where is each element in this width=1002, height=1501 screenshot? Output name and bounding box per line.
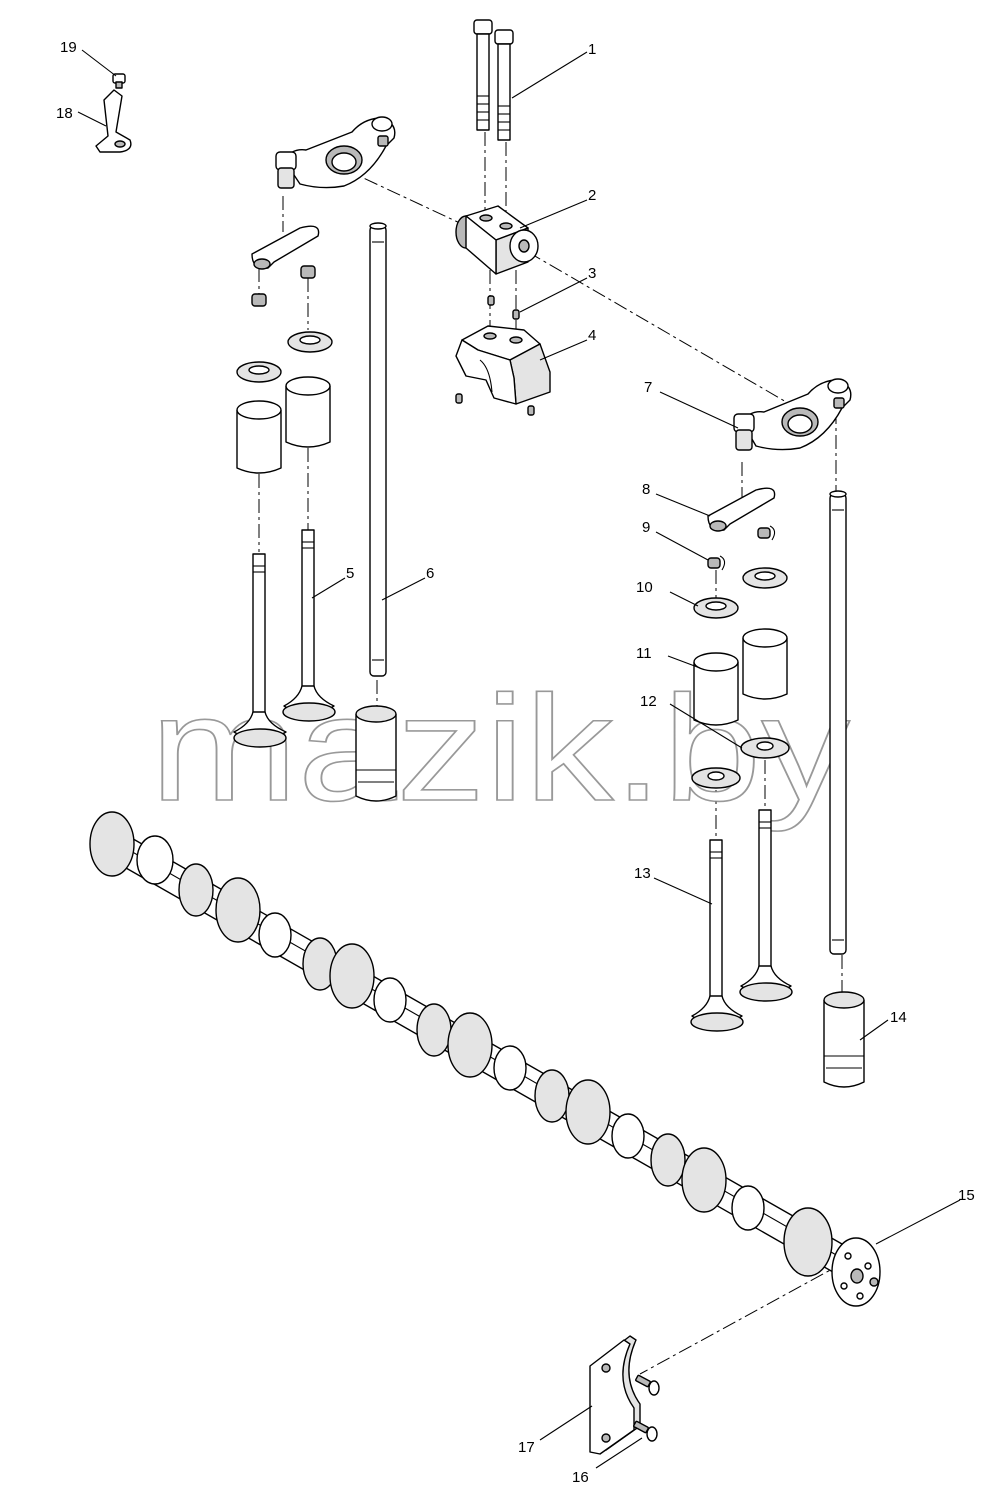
valves-left [233, 529, 336, 748]
valve-springs-right [693, 628, 788, 726]
valve-bridge-left [251, 225, 320, 307]
rocker-stand [455, 325, 551, 416]
callout-11: 11 [636, 645, 652, 662]
rocker-arm-right [733, 378, 852, 451]
valve-bridge-right [707, 487, 776, 532]
callout-15: 15 [958, 1187, 975, 1204]
callout-13: 13 [634, 865, 651, 882]
leader-lines [77, 49, 961, 1469]
callout-8: 8 [642, 481, 650, 498]
callout-3: 3 [588, 265, 596, 282]
valve-springs-left [236, 376, 331, 474]
valves-right [690, 809, 793, 1032]
spring-seats-right [693, 567, 788, 619]
valve-cotters [707, 525, 776, 571]
callout-5: 5 [346, 565, 354, 582]
rocker-arm-left [275, 116, 396, 189]
push-rod-left [369, 222, 387, 677]
callout-19: 19 [60, 39, 77, 56]
callout-2: 2 [588, 187, 596, 204]
callout-1: 1 [588, 41, 596, 58]
callout-17: 17 [518, 1439, 535, 1456]
callout-14: 14 [890, 1009, 907, 1026]
callout-18: 18 [56, 105, 73, 122]
bracket [95, 89, 132, 153]
bracket-bolt [112, 73, 126, 89]
callout-12: 12 [640, 693, 657, 710]
camshaft-lobes [89, 811, 833, 1277]
callout-16: 16 [572, 1469, 589, 1486]
callout-7: 7 [644, 379, 652, 396]
callout-labels: 1 2 3 4 5 6 7 8 9 10 11 12 13 14 15 16 1… [56, 39, 975, 1486]
dowel-pins [487, 295, 520, 320]
assembly-axes [258, 132, 846, 1375]
rocker-shaft-block [455, 205, 539, 275]
thrust-plate [589, 1335, 641, 1455]
callout-10: 10 [636, 579, 653, 596]
thrust-plate-screws [633, 1374, 660, 1442]
callout-9: 9 [642, 519, 650, 536]
bolt-pair [473, 19, 514, 141]
push-rod-right [829, 490, 847, 955]
tappet-right [823, 991, 865, 1088]
tappet-left [355, 705, 397, 802]
spring-washers [691, 737, 790, 789]
callout-6: 6 [426, 565, 434, 582]
callout-4: 4 [588, 327, 596, 344]
camshaft [89, 811, 881, 1307]
spring-seats-left [236, 331, 333, 383]
